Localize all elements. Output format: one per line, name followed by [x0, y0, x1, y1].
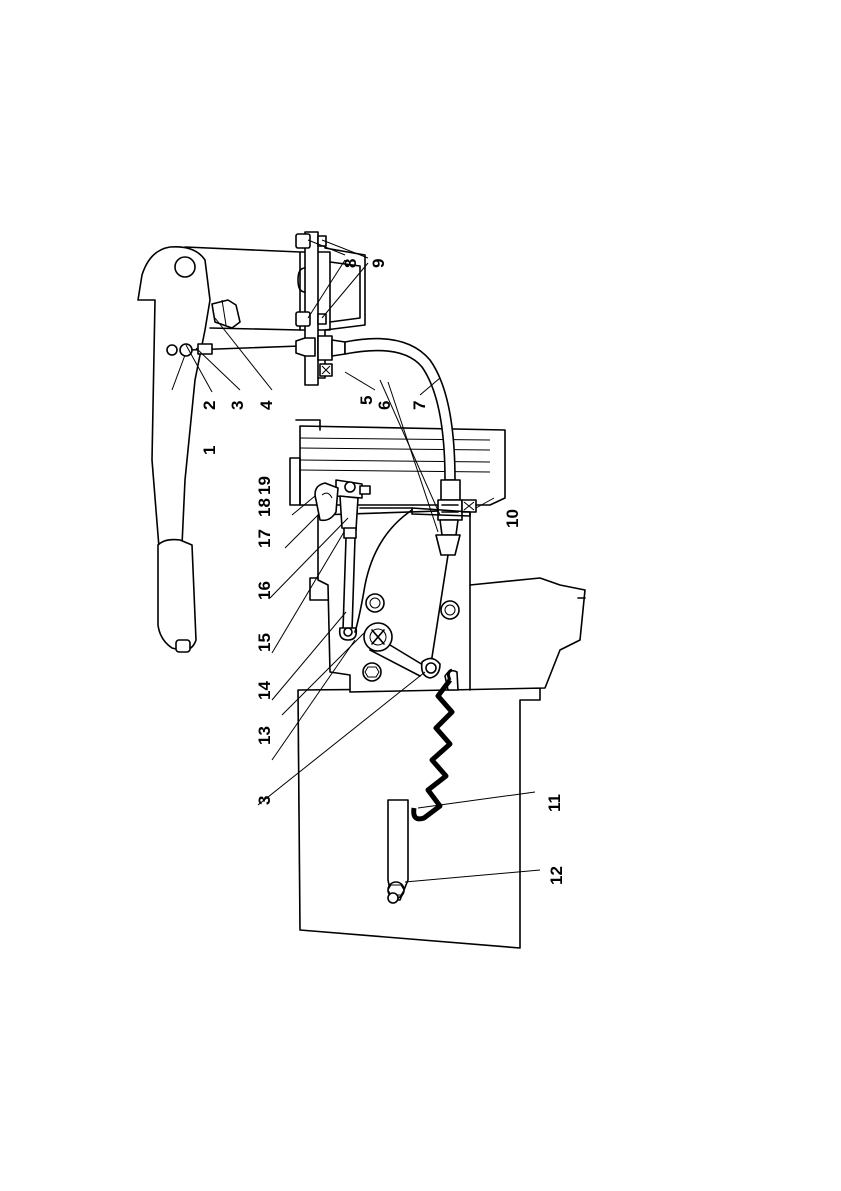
lever-pin-hole: [167, 345, 177, 355]
bracket-bolt-lower: [296, 312, 310, 326]
mounting-bracket: [185, 232, 365, 385]
lever-pivot-hole: [175, 257, 195, 277]
callout-13: 13: [255, 726, 274, 745]
callout-1: 1: [200, 446, 219, 455]
bolt-head-2: [441, 601, 459, 619]
callout-18: 18: [255, 498, 274, 517]
bolt-head-3: [363, 663, 381, 681]
mounting-plate: [305, 232, 318, 385]
callout-16: 16: [255, 581, 274, 600]
bracket-bolt-upper: [296, 234, 310, 248]
callout-5: 5: [357, 396, 376, 405]
callout-11: 11: [545, 794, 564, 812]
callout-15: 15: [255, 633, 274, 652]
callout-14: 14: [255, 681, 274, 700]
callout-3-lower: 3: [255, 796, 274, 805]
callout-7: 7: [410, 401, 429, 410]
callout-9: 9: [369, 259, 388, 268]
callout-4: 4: [257, 400, 276, 410]
callout-19: 19: [255, 476, 274, 495]
spring-anchor-12: [388, 800, 408, 903]
callout-8: 8: [341, 259, 360, 268]
clevis-pin-3: [426, 663, 436, 673]
callout-12: 12: [547, 866, 566, 885]
callout-3: 3: [228, 401, 247, 410]
bolt-head-1: [366, 594, 384, 612]
callout-2: 2: [200, 401, 219, 410]
operating-lever-18: [315, 483, 338, 520]
callout-17: 17: [255, 529, 274, 548]
callout-6: 6: [375, 401, 394, 410]
lever-grip: [158, 540, 196, 651]
callout-10: 10: [503, 509, 522, 528]
